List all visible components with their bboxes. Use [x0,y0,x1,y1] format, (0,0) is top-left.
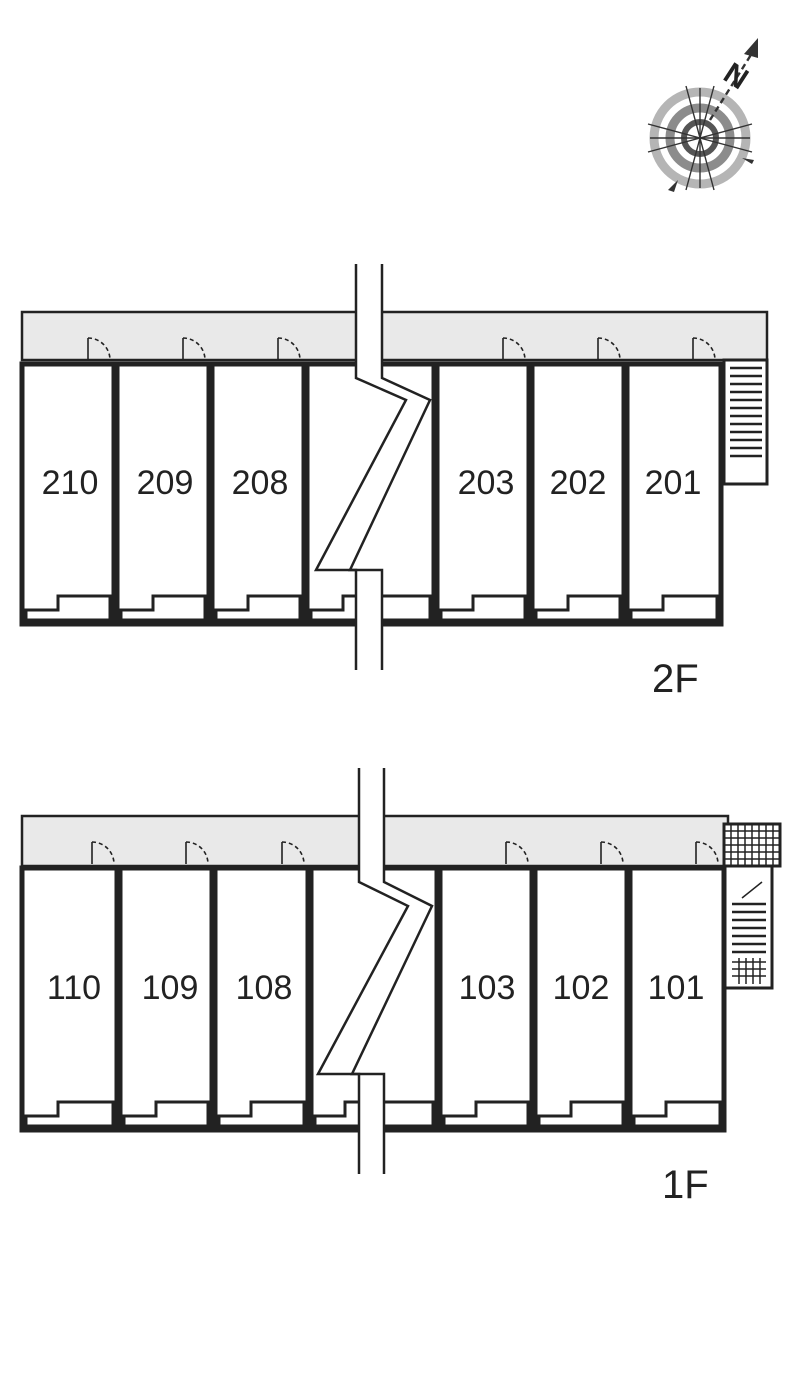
staircase-1f [722,822,782,990]
north-label: N [718,57,754,96]
unit-label-110: 110 [47,969,101,1007]
unit-2f-4 [434,337,532,627]
unit-label-208: 208 [232,464,289,502]
compass-rose-icon: N [647,38,758,192]
unit-label-108: 108 [236,969,293,1007]
unit-label-102: 102 [553,969,610,1007]
corridor-2f [20,310,769,362]
staircase-2f [722,358,769,486]
unit-2f-1 [19,337,117,627]
unit-1f-2 [117,841,215,1133]
unit-label-202: 202 [550,464,607,502]
unit-label-201: 201 [645,464,702,502]
unit-1f-5 [532,841,630,1133]
unit-2f-3 [209,337,307,627]
unit-1f-6 [627,841,727,1133]
unit-1f-4 [437,841,535,1133]
unit-label-101: 101 [648,969,705,1007]
unit-1f-3 [212,841,311,1133]
floor-label-1f: 1F [662,1163,709,1207]
break-line-1f [315,768,434,1174]
unit-label-109: 109 [142,969,199,1007]
unit-2f-5 [529,337,627,627]
unit-label-210: 210 [42,464,99,502]
unit-2f-2 [114,337,212,627]
unit-2f-6 [624,337,724,627]
floor-label-2f: 2F [652,657,699,701]
floor-2f: 210 209 208 203 202 201 2F [19,264,769,701]
floor-1f: 110 109 108 103 102 101 1F [19,768,782,1207]
break-line-2f [313,264,432,670]
unit-label-203: 203 [458,464,515,502]
unit-label-103: 103 [459,969,516,1007]
unit-label-209: 209 [137,464,194,502]
unit-1f-1 [19,841,120,1133]
